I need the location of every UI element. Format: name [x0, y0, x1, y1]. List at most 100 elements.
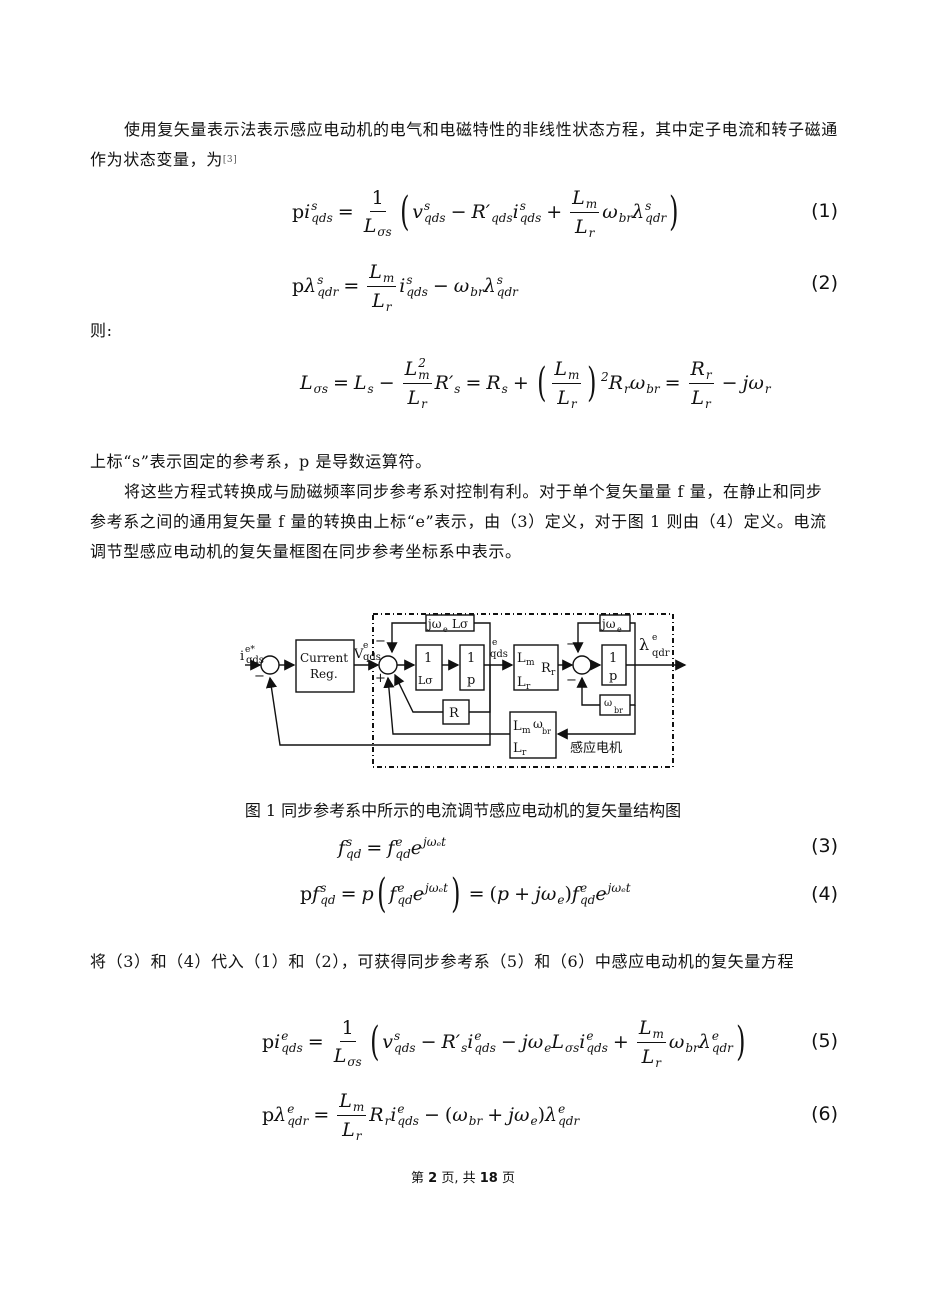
integrator-block-1	[459, 644, 485, 691]
math-token: r	[356, 1118, 362, 1142]
fraction: L m L r	[337, 1089, 367, 1142]
math-token: R	[369, 1104, 384, 1126]
math-token: L σs	[362, 212, 394, 238]
citation-ref[interactable]: [3]	[222, 155, 238, 165]
math-token	[377, 214, 391, 226]
math-token: L r	[573, 213, 596, 239]
math-token: s	[502, 371, 508, 395]
math-token: e	[412, 883, 424, 905]
math-token: i	[467, 1031, 474, 1053]
math-token	[353, 1089, 364, 1101]
math-token: e	[281, 1029, 289, 1043]
math-token: jω	[742, 372, 764, 394]
math-token: jωₑt	[607, 881, 631, 895]
math-token: (	[369, 1019, 380, 1065]
math-token: qdr	[645, 211, 667, 225]
math-token: m	[382, 270, 395, 285]
math-token	[705, 386, 711, 398]
math-token: L	[638, 1016, 652, 1039]
math-token: m	[383, 260, 394, 284]
math-token: s	[645, 199, 652, 213]
math-token: e	[558, 1102, 566, 1116]
math-token: r	[570, 396, 577, 411]
math-token: L r	[642, 1045, 661, 1069]
math-token: σs	[565, 1030, 579, 1054]
summing-junction-3	[572, 655, 592, 675]
math-token: s	[496, 273, 503, 287]
math-token: σs	[377, 224, 392, 239]
math-token	[383, 260, 394, 272]
math-token: σs	[347, 1054, 362, 1069]
math-token: m	[568, 357, 579, 381]
math-token: −	[423, 1104, 440, 1126]
motor-boundary	[372, 613, 674, 768]
svg-text:1: 1	[467, 651, 475, 666]
math-token: ω	[629, 372, 646, 394]
math-token: L	[300, 372, 313, 394]
math-token: R′ s	[441, 1030, 467, 1054]
equation-number-5: (5)	[811, 1030, 838, 1052]
math-token: ω	[668, 1031, 685, 1053]
math-token: e	[544, 1030, 551, 1054]
math-token: br	[619, 200, 632, 224]
math-token: =	[313, 1104, 330, 1126]
math-token: m	[585, 196, 598, 211]
math-token: s	[454, 371, 460, 395]
figure-caption: 图 1 同步参考系中所示的电流调节感应电动机的复矢量结构图	[244, 801, 682, 820]
math-token	[568, 357, 579, 369]
math-token: L	[339, 1089, 352, 1112]
math-token: r	[385, 1103, 391, 1127]
math-token: σs	[314, 371, 328, 395]
math-token: r	[705, 386, 711, 410]
math-token: qdr	[317, 285, 339, 299]
math-token: λ	[304, 275, 317, 297]
math-token: qdr	[287, 1114, 309, 1128]
math-token: qds	[491, 200, 513, 224]
math-token: br	[685, 1041, 699, 1055]
math-token: s	[394, 1029, 401, 1043]
math-token: L s	[354, 371, 374, 395]
math-token: qdr	[711, 1041, 733, 1055]
svg-text:qdr: qdr	[652, 648, 670, 659]
input-label: i	[240, 649, 244, 664]
math-token: ω br	[630, 371, 660, 395]
svg-text:−: −	[566, 673, 577, 688]
math-token: −	[500, 1031, 517, 1053]
math-token: −	[432, 275, 449, 297]
math-token: s	[368, 371, 374, 395]
math-token: L	[363, 214, 377, 237]
svg-text:L: L	[517, 651, 526, 666]
math-token: e	[410, 837, 423, 859]
math-token: L	[369, 260, 382, 283]
math-token: L r	[342, 1118, 361, 1142]
math-token: L σs	[551, 1030, 579, 1054]
svg-text:p: p	[467, 673, 475, 688]
svg-text:L: L	[517, 675, 526, 690]
math-token: )	[736, 1019, 746, 1065]
math-token: L	[554, 357, 567, 380]
math-token: ω br	[454, 274, 484, 298]
math-token: −	[450, 201, 467, 223]
math-token: R′ qds	[471, 200, 512, 224]
math-token: L	[407, 386, 421, 409]
math-token: =	[307, 1031, 324, 1053]
current-reg-label: Current	[300, 651, 348, 665]
svg-text:L: L	[513, 741, 522, 756]
math-token: s	[406, 273, 413, 287]
math-token: 2	[601, 371, 609, 395]
svg-text:e: e	[363, 641, 368, 651]
math-token: m	[586, 186, 597, 210]
math-token: r	[764, 382, 771, 396]
math-token: m	[352, 1099, 365, 1114]
svg-text:Lσ: Lσ	[418, 674, 433, 687]
